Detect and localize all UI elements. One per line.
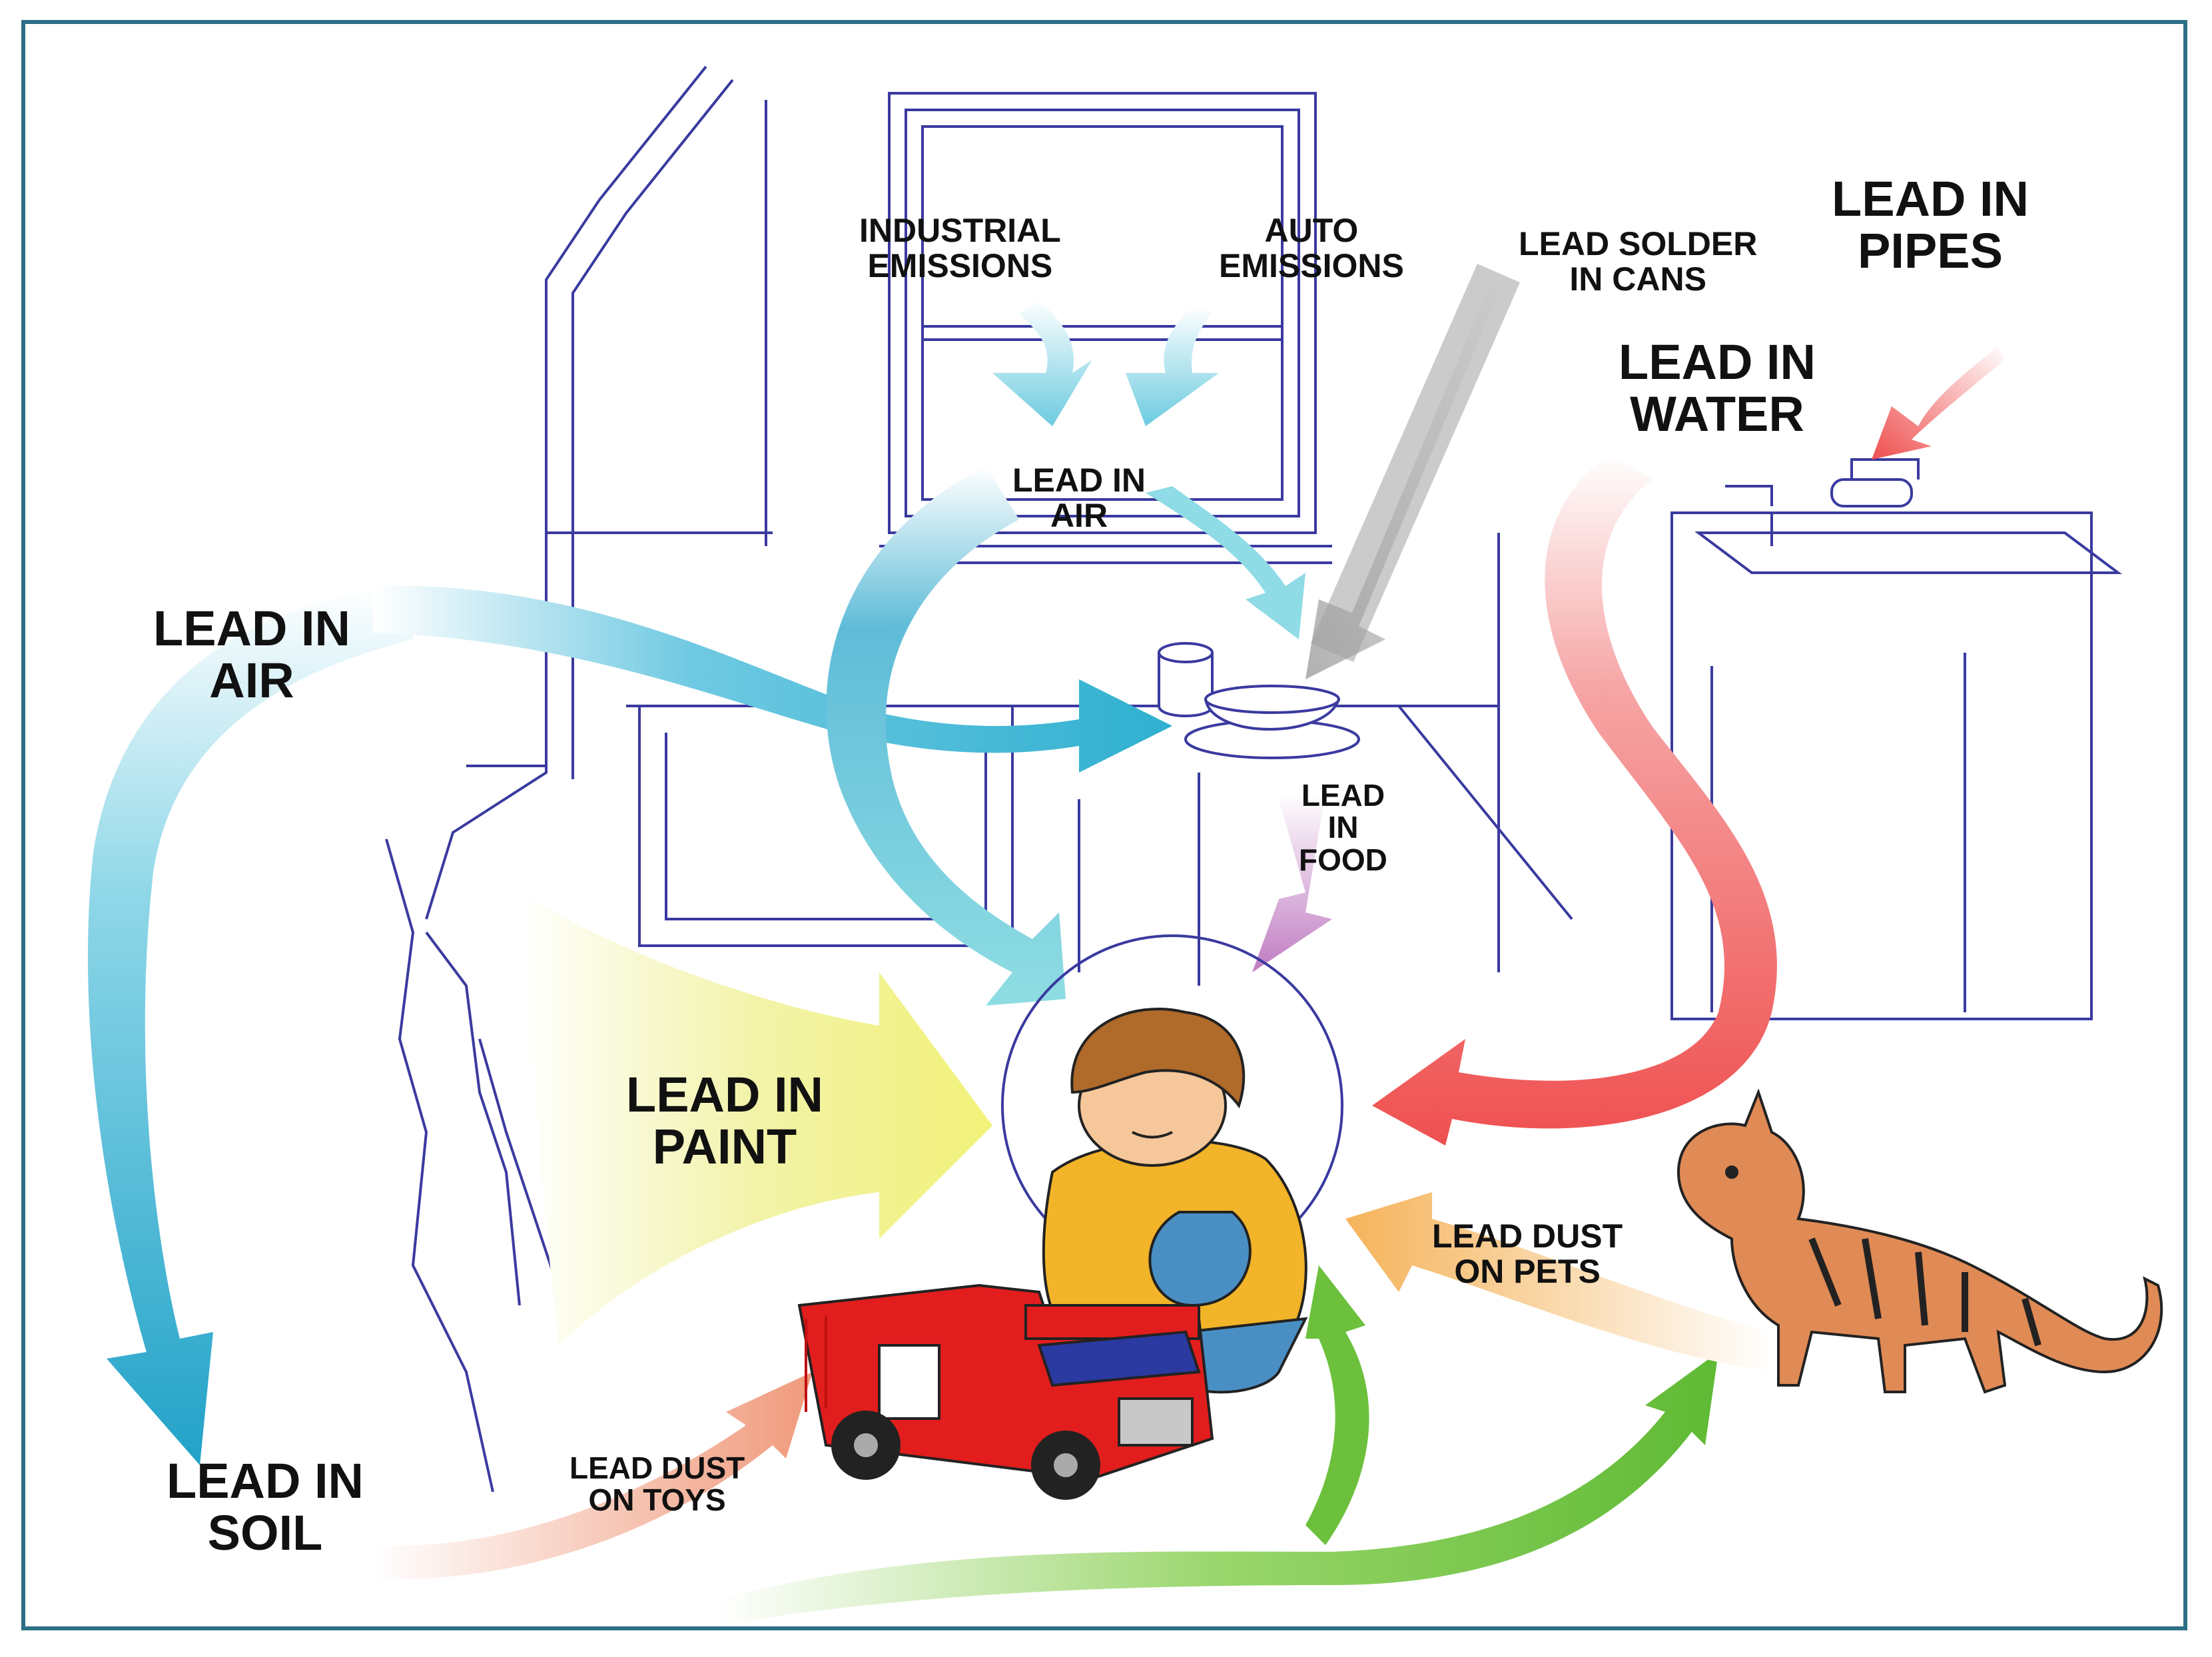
label-line: LEAD IN (1832, 171, 2029, 226)
label-lead-in-air-big: LEAD IN AIR (153, 603, 350, 706)
label-line: LEAD IN (153, 601, 350, 656)
label-auto-emissions: AUTO EMISSIONS (1219, 213, 1404, 283)
green-arrow-upper (1305, 1265, 1369, 1545)
auto-emissions-arrow (1126, 306, 1219, 426)
industrial-emissions-arrow (992, 300, 1092, 426)
label-line: AUTO (1264, 212, 1359, 249)
child-to-pet-green-arrow (719, 1352, 1718, 1625)
label-line: LEAD IN (626, 1067, 823, 1122)
label-line: SOIL (207, 1504, 323, 1560)
air-to-soil-arrow (87, 586, 413, 1465)
label-line: LEAD IN (1619, 334, 1816, 390)
cat-icon (1676, 1088, 2163, 1394)
label-lead-in-air-small: LEAD IN AIR (1012, 463, 1146, 533)
lead-dust-on-pets-arrow (1345, 1192, 1772, 1372)
label-line: WATER (1630, 386, 1804, 442)
label-line: EMISSIONS (867, 246, 1053, 284)
label-lead-in-paint: LEAD IN PAINT (626, 1069, 823, 1172)
child-playing-icon (1001, 934, 1343, 1394)
label-lead-in-water: LEAD IN WATER (1619, 336, 1816, 440)
label-line: LEAD IN (1012, 462, 1146, 499)
air-to-food-arrow (373, 585, 1172, 773)
label-lead-solder-in-cans: LEAD SOLDER IN CANS (1519, 226, 1757, 296)
bowl-and-cup-icon (1158, 642, 1360, 759)
sink-faucet-icon (1670, 458, 2122, 1020)
label-line: LEAD IN (167, 1453, 364, 1508)
label-line: LEAD DUST (569, 1451, 745, 1485)
lead-in-paint-arrow (520, 892, 992, 1345)
label-industrial-emissions: INDUSTRIAL EMISSIONS (859, 213, 1061, 283)
label-line: LEAD DUST (1432, 1217, 1623, 1255)
lead-in-pipes-arrow (1872, 346, 2005, 460)
lead-in-food-arrow (1252, 793, 1332, 972)
label-line: AIR (1050, 496, 1108, 534)
label-lead-in-food: LEAD IN FOOD (1299, 779, 1387, 876)
label-line: PIPES (1858, 222, 2003, 278)
label-line: IN CANS (1569, 260, 1706, 298)
label-line: INDUSTRIAL (859, 212, 1061, 249)
air-to-child-arrow (826, 466, 1066, 1006)
label-line: IN (1327, 810, 1359, 845)
label-lead-in-soil: LEAD IN SOIL (167, 1455, 364, 1558)
label-lead-dust-on-toys: LEAD DUST ON TOYS (569, 1452, 745, 1516)
lead-dust-on-toys-arrow (373, 1372, 813, 1579)
label-line: EMISSIONS (1219, 246, 1404, 284)
label-line: ON PETS (1454, 1252, 1601, 1290)
label-line: LEAD (1301, 778, 1385, 813)
lead-in-water-arrow (1372, 453, 1777, 1146)
label-line: FOOD (1299, 842, 1387, 877)
label-line: LEAD SOLDER (1519, 225, 1758, 262)
label-line: ON TOYS (588, 1483, 726, 1518)
label-lead-in-pipes: LEAD IN PIPES (1832, 173, 2029, 276)
label-line: PAINT (652, 1118, 797, 1174)
air-to-dishes-arrow (1146, 486, 1305, 639)
label-lead-dust-on-pets: LEAD DUST ON PETS (1432, 1219, 1623, 1289)
fire-truck-toy-icon (797, 1283, 1214, 1500)
label-line: AIR (209, 652, 294, 708)
